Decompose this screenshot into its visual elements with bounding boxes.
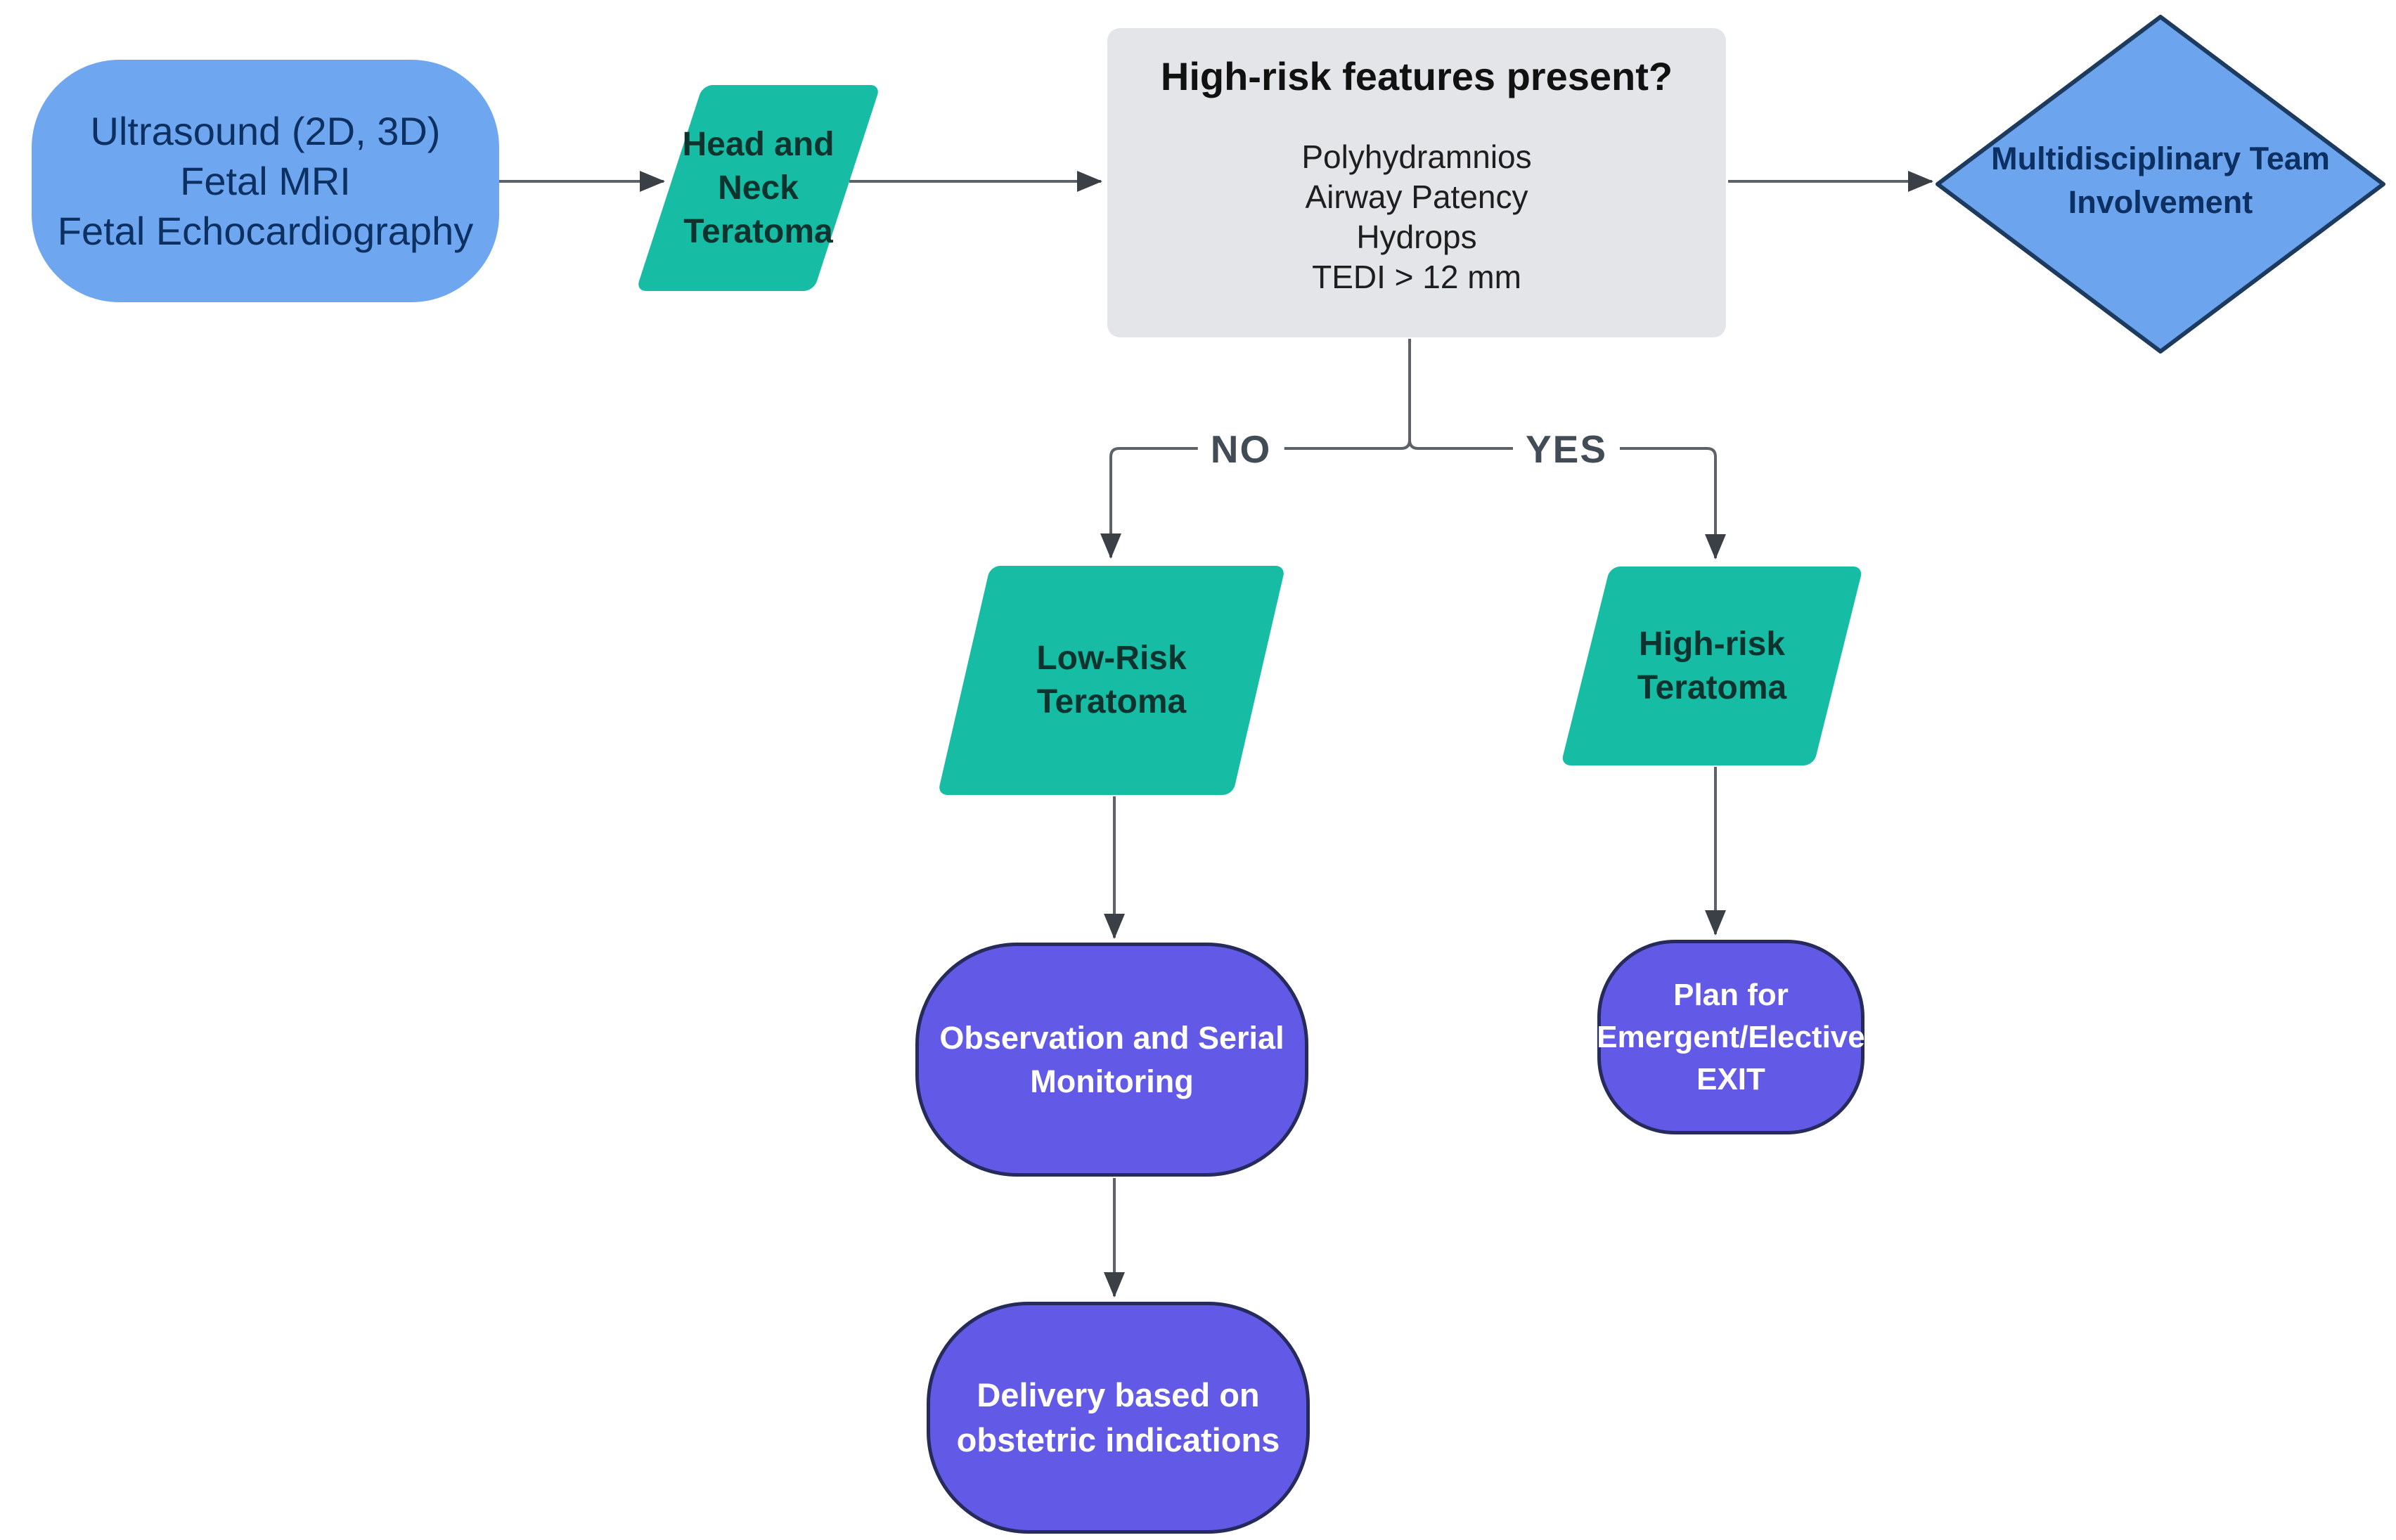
feature-item-2: Airway Patency (1305, 179, 1528, 215)
observation-line-2: Monitoring (1030, 1063, 1194, 1099)
mdt-diamond-shape (1936, 15, 2385, 354)
high-risk-line-2: Teratoma (1637, 668, 1787, 706)
mdt-line-2: Involvement (2068, 184, 2253, 220)
low-risk-line-1: Low-Risk (1036, 640, 1187, 677)
node-head-neck-teratoma: Head and Neck Teratoma (636, 85, 881, 291)
head-neck-teratoma-text: Head and Neck Teratoma (669, 85, 847, 291)
edge-label-yes: YES (1512, 427, 1621, 472)
head-neck-line-3: Teratoma (683, 212, 833, 250)
feature-item-4: TEDI > 12 mm (1312, 259, 1521, 295)
plan-exit-line-1: Plan for (1673, 977, 1789, 1012)
node-low-risk-teratoma: Low-Risk Teratoma (937, 566, 1286, 795)
node-mdt: Multidisciplinary Team Involvement (1978, 135, 2343, 226)
head-neck-line-1: Head and (682, 125, 835, 163)
node-imaging-text: Ultrasound (2D, 3D) Fetal MRI Fetal Echo… (58, 106, 473, 256)
high-risk-features-list: Polyhydramnios Airway Patency Hydrops TE… (1301, 137, 1531, 297)
high-risk-features-title: High-risk features present? (1160, 54, 1673, 98)
node-observation: Observation and Serial Monitoring (915, 943, 1308, 1177)
edge-label-no: NO (1197, 427, 1284, 472)
node-delivery: Delivery based on obstetric indications (927, 1302, 1310, 1534)
delivery-line-1: Delivery based on (977, 1376, 1260, 1413)
mdt-line-1: Multidisciplinary Team (1991, 141, 2330, 176)
feature-item-3: Hydrops (1356, 219, 1477, 255)
node-plan-exit: Plan for Emergent/Elective EXIT (1597, 940, 1865, 1134)
imaging-line-3: Fetal Echocardiography (57, 209, 474, 253)
low-risk-line-2: Teratoma (1036, 683, 1187, 720)
delivery-line-2: obstetric indications (956, 1421, 1280, 1458)
node-high-risk-teratoma: High-risk Teratoma (1560, 567, 1864, 765)
high-risk-line-1: High-risk (1638, 625, 1786, 663)
imaging-line-2: Fetal MRI (180, 159, 351, 203)
node-imaging: Ultrasound (2D, 3D) Fetal MRI Fetal Echo… (32, 60, 499, 302)
plan-exit-line-2: Emergent/Elective (1597, 1019, 1865, 1054)
imaging-line-1: Ultrasound (2D, 3D) (90, 109, 441, 153)
node-high-risk-features: High-risk features present? Polyhydramni… (1107, 28, 1726, 337)
high-risk-teratoma-text: High-risk Teratoma (1585, 567, 1838, 765)
low-risk-teratoma-text: Low-Risk Teratoma (964, 566, 1259, 795)
head-neck-line-2: Neck (718, 169, 799, 207)
plan-exit-line-3: EXIT (1696, 1061, 1765, 1096)
observation-line-1: Observation and Serial (939, 1019, 1284, 1056)
feature-item-1: Polyhydramnios (1301, 138, 1532, 175)
